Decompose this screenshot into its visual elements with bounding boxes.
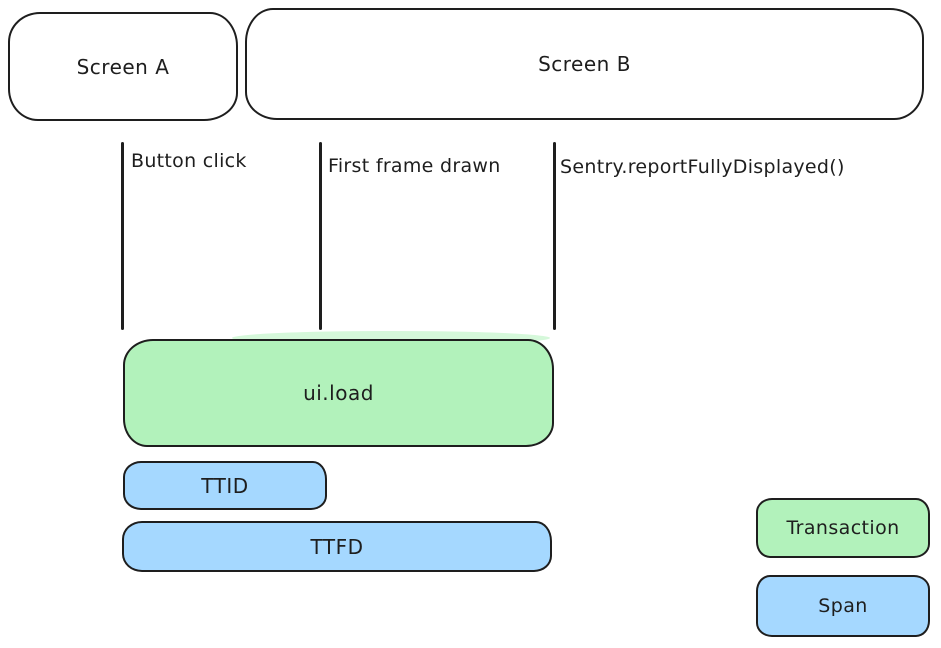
- screen-b-label: Screen B: [538, 52, 631, 76]
- event-label-button-click: Button click: [131, 150, 247, 172]
- bar-ui-load: ui.load: [123, 339, 554, 447]
- screen-a-label: Screen A: [76, 54, 170, 79]
- event-line-first-frame-drawn: [319, 142, 322, 330]
- screen-b-box: Screen B: [245, 8, 924, 120]
- bar-ttid: TTID: [123, 461, 327, 510]
- legend-transaction: Transaction: [756, 498, 930, 558]
- bar-ttfd: TTFD: [122, 521, 552, 572]
- event-line-report-fully-displayed: [553, 142, 556, 330]
- event-line-button-click: [121, 142, 124, 330]
- bar-ttfd-label: TTFD: [310, 534, 364, 559]
- bar-ttid-label: TTID: [201, 473, 249, 498]
- legend-span: Span: [756, 575, 930, 637]
- bar-ui-load-label: ui.load: [303, 381, 374, 405]
- event-label-report-fully-displayed: Sentry.reportFullyDisplayed(): [560, 156, 845, 178]
- legend-transaction-label: Transaction: [786, 517, 900, 539]
- event-label-first-frame-drawn: First frame drawn: [328, 155, 501, 177]
- legend-span-label: Span: [818, 595, 868, 617]
- screen-a-box: Screen A: [8, 12, 238, 121]
